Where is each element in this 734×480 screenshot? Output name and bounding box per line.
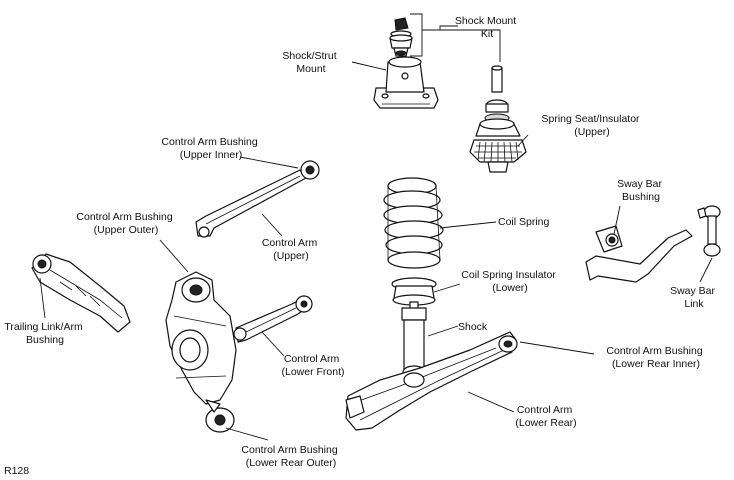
sway-bar-part [585,225,693,283]
label-sway-bar-link: Sway Bar Link [670,285,718,310]
label-shock-mount-kit: Shock Mount Kit [455,15,519,40]
label-spring-seat-upper: Spring Seat/Insulator (Upper) [542,113,643,138]
figure-code: R128 [4,465,29,477]
shock-strut-mount-part [373,56,439,109]
control-arm-lower-front-part [233,295,313,343]
label-control-arm-lower-front: Control Arm (Lower Front) [281,353,344,378]
sway-bar-link-part [697,205,721,257]
coil-spring-insulator-lower-part [391,277,437,306]
trailing-arm-part [31,253,131,333]
label-sway-bar-bushing: Sway Bar Bushing [617,178,665,203]
spring-seat-upper-part [469,65,527,173]
knuckle-part [165,271,237,433]
label-control-arm-lower-rear: Control Arm (Lower Rear) [515,404,576,429]
label-shock: Shock [458,321,488,333]
coil-spring-part [383,177,444,269]
leader-lines [39,61,713,441]
control-arm-lower-rear-part [345,331,518,431]
control-arm-upper-part [195,160,320,238]
label-ca-bushing-lower-rear-inner: Control Arm Bushing (Lower Rear Inner) [606,345,705,370]
label-ca-bushing-upper-inner: Control Arm Bushing (Upper Inner) [161,136,260,161]
label-control-arm-upper: Control Arm (Upper) [262,237,320,262]
label-coil-spring: Coil Spring [498,216,550,228]
label-shock-strut-mount: Shock/Strut Mount [282,50,339,75]
label-ca-bushing-lower-rear-outer: Control Arm Bushing (Lower Rear Outer) [241,444,340,469]
shock-mount-kit-parts [389,17,413,57]
label-coil-spring-insulator-lower: Coil Spring Insulator (Lower) [461,269,558,294]
label-ca-bushing-upper-outer: Control Arm Bushing (Upper Outer) [76,211,175,236]
label-trailing-link-bushing: Trailing Link/Arm Bushing [4,321,85,346]
